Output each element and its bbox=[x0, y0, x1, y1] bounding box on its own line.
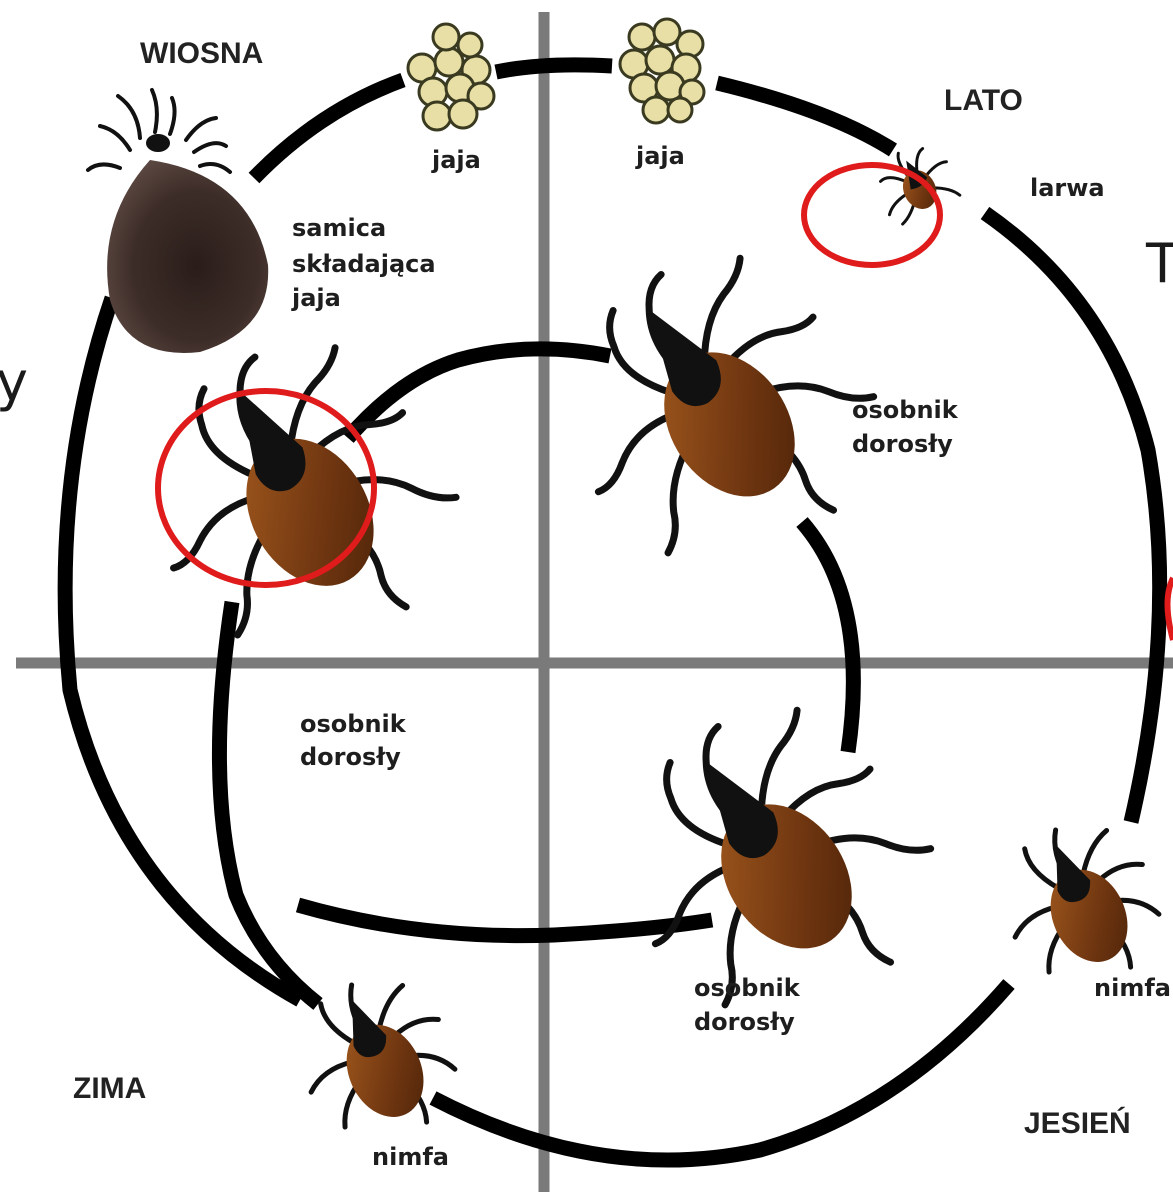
path-outer-left bbox=[65, 298, 300, 1000]
engorged-female-tick-icon bbox=[88, 90, 268, 353]
label-nymph-right: nimfa bbox=[1094, 974, 1171, 1002]
tick-adult-icon bbox=[574, 667, 971, 1067]
season-winter: ZIMA bbox=[73, 1072, 146, 1105]
season-spring: WIOSNA bbox=[140, 37, 263, 70]
edge-text-right: T bbox=[1145, 232, 1173, 295]
season-summer: LATO bbox=[944, 84, 1023, 117]
label-female-line1: samica bbox=[292, 214, 386, 242]
path-inner-right bbox=[802, 522, 853, 752]
label-eggs-left: jaja bbox=[431, 146, 481, 174]
label-adult-left-line2: dorosły bbox=[300, 743, 401, 771]
label-adult-left-line1: osobnik bbox=[300, 710, 407, 738]
path-eggs-bridge bbox=[496, 65, 612, 72]
label-adult-top-line1: osobnik bbox=[852, 396, 959, 424]
path-female-to-eggs bbox=[254, 80, 403, 178]
highlight-circle-larva bbox=[804, 165, 940, 265]
path-inner-bottom bbox=[298, 905, 712, 936]
egg-cluster-icon bbox=[408, 24, 494, 130]
season-autumn: JESIEŃ bbox=[1024, 1106, 1131, 1140]
label-female-line3: jaja bbox=[291, 284, 341, 312]
edge-text-left: y bbox=[0, 350, 28, 413]
label-nymph-bottom: nimfa bbox=[372, 1143, 449, 1171]
label-eggs-right: jaja bbox=[635, 142, 685, 170]
egg-cluster-icon bbox=[620, 19, 704, 123]
path-eggs-to-larva bbox=[717, 83, 893, 150]
highlight-circle-cut bbox=[1168, 578, 1173, 640]
label-adult-top-line2: dorosły bbox=[852, 430, 953, 458]
label-adult-bottom-line2: dorosły bbox=[694, 1008, 795, 1036]
label-female-line2: składająca bbox=[292, 250, 436, 278]
label-adult-bottom-line1: osobnik bbox=[694, 974, 801, 1002]
label-larva: larwa bbox=[1030, 174, 1105, 202]
path-larva-to-nymph bbox=[985, 213, 1160, 822]
